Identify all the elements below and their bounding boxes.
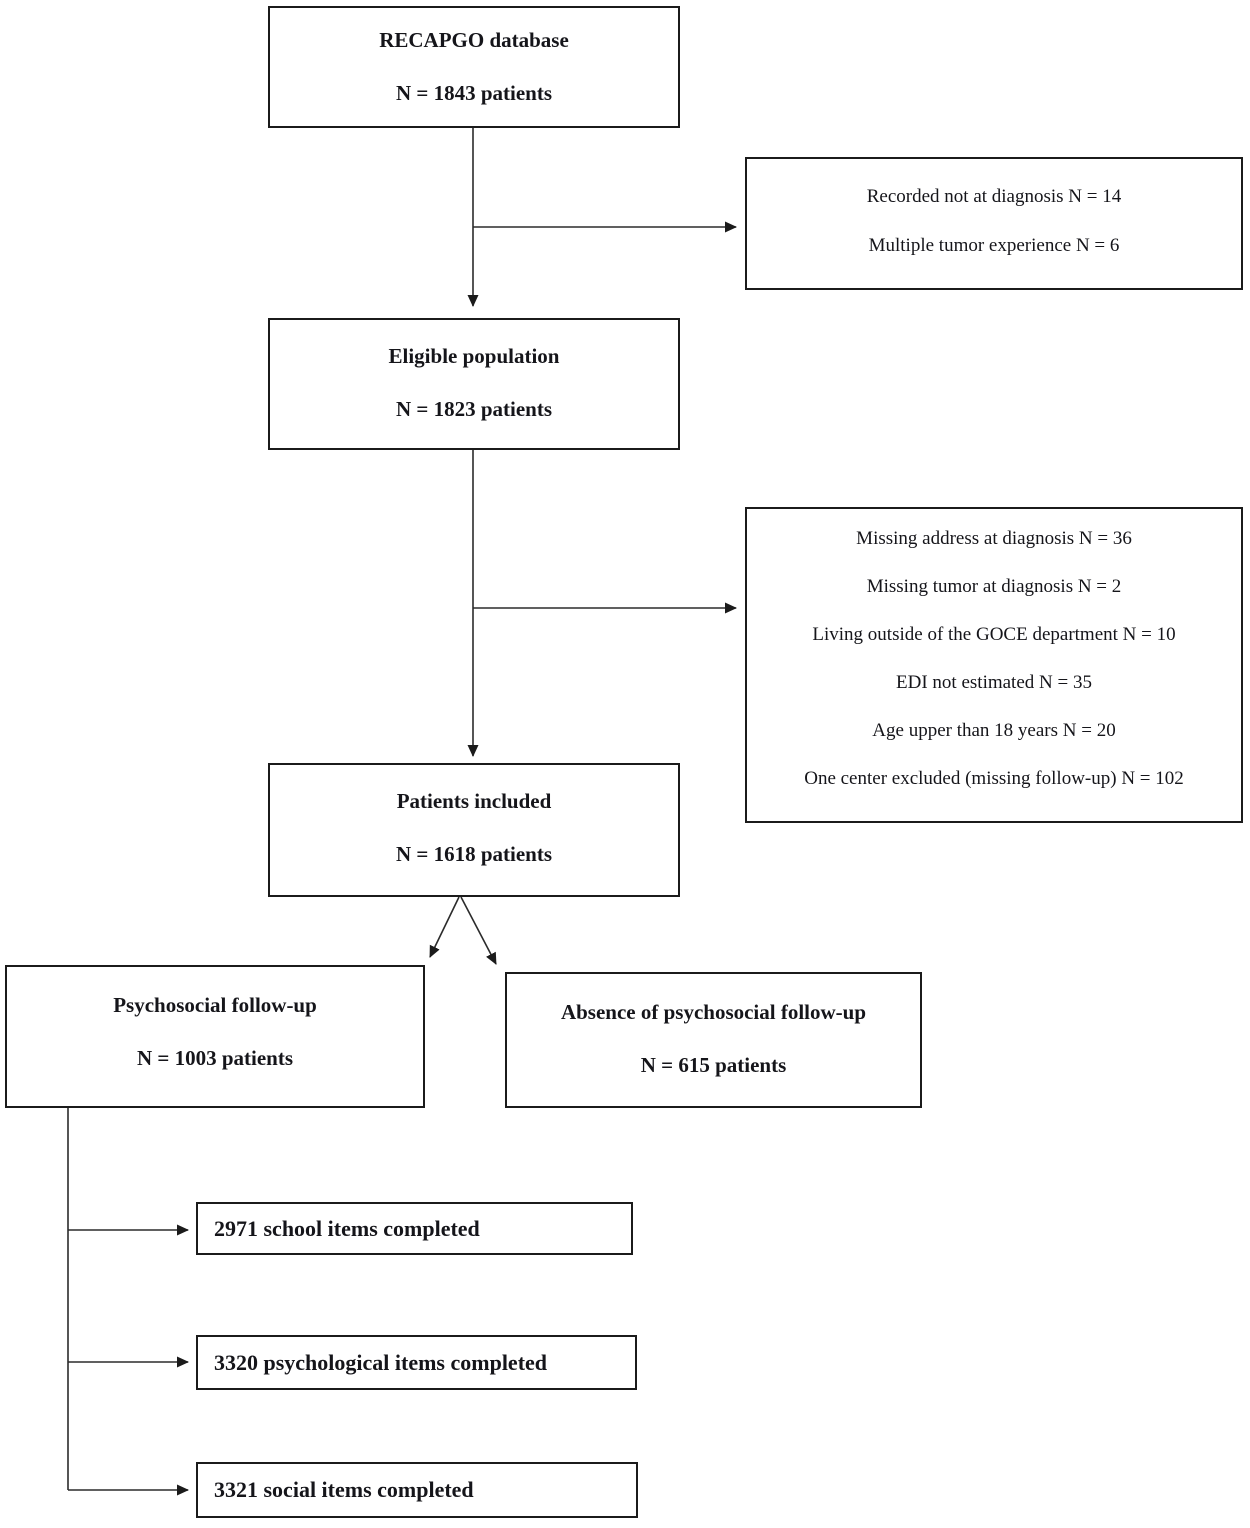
exclusion1-line: Recorded not at diagnosis N = 14 [866,186,1122,208]
recapgo-title: RECAPGO database [379,28,569,52]
exclusion2-line: Age upper than 18 years N = 20 [872,720,1116,741]
school-items-box: 2971 school items completed [196,1202,633,1255]
no-followup-title: Absence of psychosocial follow-up [560,1000,867,1024]
absence-psychosocial-followup-box: Absence of psychosocial follow-up N = 61… [505,972,922,1108]
exclusion-box-2: Missing address at diagnosis N = 36 Miss… [745,507,1243,823]
psychosocial-followup-box: Psychosocial follow-up N = 1003 patients [5,965,425,1108]
no-followup-count: N = 615 patients [640,1053,787,1077]
social-items-box: 3321 social items completed [196,1462,638,1518]
included-title: Patients included [396,789,552,813]
school-items-label: 2971 school items completed [214,1215,480,1241]
exclusion2-line: EDI not estimated N = 35 [896,672,1092,693]
recapgo-count: N = 1843 patients [395,81,553,105]
exclusion2-line: Missing address at diagnosis N = 36 [856,528,1132,549]
psychological-items-box: 3320 psychological items completed [196,1335,637,1390]
social-items-label: 3321 social items completed [214,1477,474,1502]
recapgo-database-box: RECAPGO database N = 1843 patients [268,6,680,128]
exclusion2-line: One center excluded (missing follow-up) … [804,768,1184,789]
followup-title: Psychosocial follow-up [113,993,317,1017]
arrow-included-to-no-followup [460,896,497,965]
exclusion-box-1: Recorded not at diagnosis N = 14 Multipl… [745,157,1243,290]
exclusion2-line: Missing tumor at diagnosis N = 2 [866,576,1122,597]
eligible-count: N = 1823 patients [395,397,553,421]
eligible-title: Eligible population [388,344,560,368]
included-count: N = 1618 patients [395,842,553,866]
exclusion1-line: Multiple tumor experience N = 6 [868,234,1120,256]
eligible-population-box: Eligible population N = 1823 patients [268,318,680,450]
followup-count: N = 1003 patients [136,1046,294,1070]
psychological-items-label: 3320 psychological items completed [214,1349,548,1375]
patients-included-box: Patients included N = 1618 patients [268,763,680,897]
exclusion2-line: Living outside of the GOCE department N … [812,624,1176,645]
arrow-included-to-followup [429,896,460,958]
